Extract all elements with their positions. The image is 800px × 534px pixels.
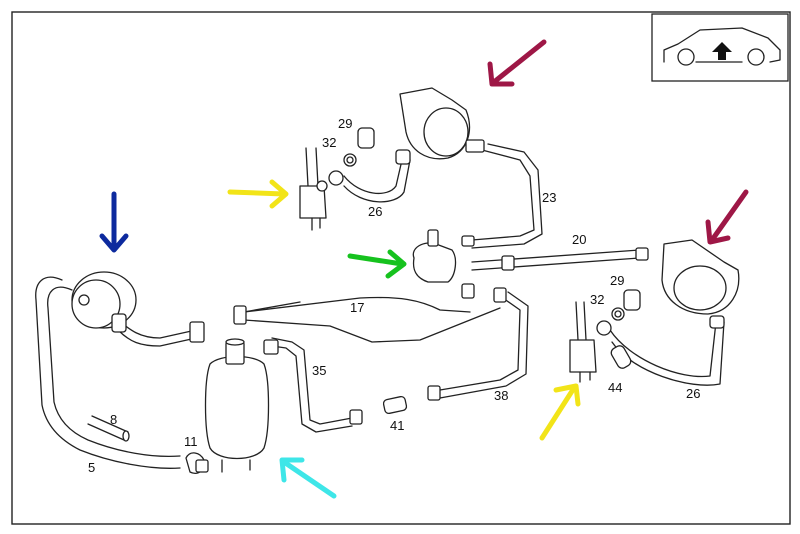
diagram-frame xyxy=(11,11,791,525)
arrow-cyan xyxy=(279,457,337,499)
label-8: 8 xyxy=(110,412,117,427)
central-valve xyxy=(412,229,515,303)
hose-lines xyxy=(35,143,725,469)
annotation-arrows xyxy=(99,39,749,499)
arrow-green xyxy=(347,249,407,279)
vacuum-reservoir-left xyxy=(71,271,137,333)
label-26-lower: 26 xyxy=(686,386,700,401)
label-35: 35 xyxy=(312,363,326,378)
label-29-lower: 29 xyxy=(610,273,624,288)
label-32-lower: 32 xyxy=(590,292,604,307)
car-orientation-icon xyxy=(651,13,789,82)
label-32-upper: 32 xyxy=(322,135,336,150)
arrow-yellow-upper xyxy=(227,179,289,209)
label-23: 23 xyxy=(542,190,556,205)
vacuum-canister-center xyxy=(204,338,279,473)
check-valve-lower xyxy=(569,301,597,383)
label-11: 11 xyxy=(184,434,198,449)
label-26-upper: 26 xyxy=(368,204,382,219)
parts xyxy=(71,87,740,474)
arrow-blue-down xyxy=(99,191,129,253)
label-41: 41 xyxy=(390,418,404,433)
arrow-maroon-right xyxy=(705,189,749,245)
vacuum-actuator-top xyxy=(399,87,485,160)
arrow-yellow-lower xyxy=(539,383,581,441)
label-20: 20 xyxy=(572,232,586,247)
label-29-upper: 29 xyxy=(338,116,352,131)
label-44: 44 xyxy=(608,380,622,395)
part-labels: 29 32 26 23 20 17 35 38 41 8 5 11 29 32 … xyxy=(88,116,700,475)
vacuum-actuator-right xyxy=(635,239,740,315)
check-valve-upper xyxy=(299,147,328,231)
label-17: 17 xyxy=(350,300,364,315)
arrow-maroon-top xyxy=(487,39,547,87)
label-5: 5 xyxy=(88,460,95,475)
label-38: 38 xyxy=(494,388,508,403)
